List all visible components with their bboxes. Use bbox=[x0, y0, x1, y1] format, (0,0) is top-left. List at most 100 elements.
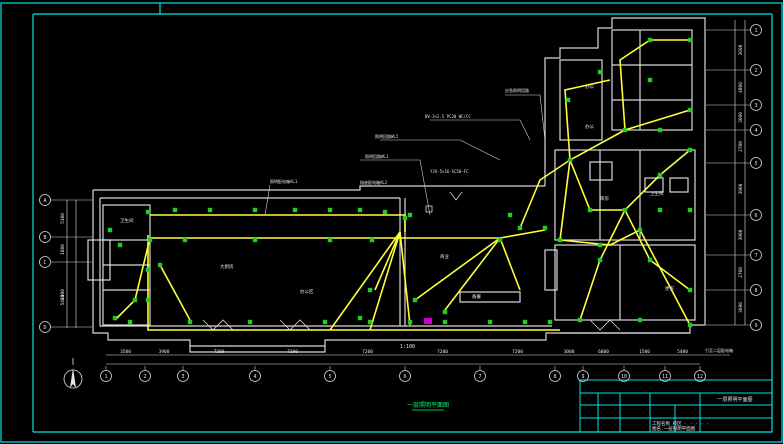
dimension-text: 5400 bbox=[677, 349, 688, 355]
grid-bubble-label: D bbox=[43, 325, 46, 331]
light-fixture-icon bbox=[112, 315, 118, 321]
dimension-text: 3600 bbox=[738, 302, 744, 313]
light-fixture-icon bbox=[542, 225, 548, 231]
light-fixture-icon bbox=[369, 237, 375, 243]
grid-bubble-bottom: 4 bbox=[249, 366, 261, 382]
room-label: 备餐 bbox=[472, 293, 481, 300]
grid-bubble-bottom: 11 bbox=[659, 366, 671, 382]
grid-bubble-label: 1 bbox=[104, 374, 107, 380]
light-fixture-icon bbox=[182, 237, 188, 243]
room-label: 卫生间 bbox=[650, 190, 664, 197]
light-fixture-icon bbox=[622, 207, 628, 213]
dimension-text: 7200 bbox=[512, 349, 523, 355]
grid-bubble-right: 1 bbox=[706, 24, 762, 36]
dimension-text: 3900 bbox=[738, 229, 744, 240]
light-fixture-icon bbox=[565, 97, 571, 103]
light-fixture-icon bbox=[507, 212, 513, 218]
dimension-text: 2700 bbox=[738, 267, 744, 278]
light-fixture-icon bbox=[407, 212, 413, 218]
dimension-text: 5100 bbox=[60, 213, 66, 224]
grid-bubble-left: B bbox=[39, 231, 92, 243]
light-fixture-icon bbox=[637, 227, 643, 233]
light-fixture-icon bbox=[497, 237, 503, 243]
light-fixtures bbox=[107, 37, 693, 328]
grid-bubble-label: 9 bbox=[581, 374, 584, 380]
grid-bubble-label: 5 bbox=[328, 374, 331, 380]
dimension-text: 2100 bbox=[60, 289, 66, 300]
light-fixture-icon bbox=[127, 319, 133, 325]
grid-bubble-label: 11 bbox=[662, 374, 668, 380]
grid-bubble-bottom: 8 bbox=[549, 366, 561, 382]
grid-bubble-label: 9 bbox=[754, 323, 757, 329]
grid-bubble-bottom: 6 bbox=[399, 366, 411, 382]
grid-bubble-right: 4 bbox=[706, 124, 762, 136]
grid-bubble-right: 7 bbox=[706, 249, 762, 261]
grid-bubble-label: 6 bbox=[754, 213, 757, 219]
light-fixture-icon bbox=[117, 242, 123, 248]
light-fixture-icon bbox=[687, 207, 693, 213]
dimension-text: 3500 bbox=[120, 349, 131, 355]
grid-bubble-left: A bbox=[39, 194, 92, 206]
dimension-text: 7200 bbox=[362, 349, 373, 355]
light-fixture-icon bbox=[172, 207, 178, 213]
annotation-text: 照明配电箱AL1 bbox=[270, 178, 298, 184]
grid-bubble-label: 8 bbox=[754, 288, 757, 294]
light-fixture-icon bbox=[322, 319, 328, 325]
room-label: 办公 bbox=[585, 123, 594, 130]
dimension-text: 6000 bbox=[598, 349, 609, 355]
light-fixture-icon bbox=[597, 242, 603, 248]
light-fixture-icon bbox=[577, 317, 583, 323]
grid-bubble-label: 5 bbox=[754, 161, 757, 167]
grid-bubble-right: 8 bbox=[706, 284, 762, 296]
light-fixture-icon bbox=[107, 227, 113, 233]
grid-bubble-label: 7 bbox=[478, 374, 481, 380]
dimension-lines bbox=[66, 20, 746, 365]
grid-bubble-right: 5 bbox=[706, 157, 762, 169]
light-fixture-icon bbox=[637, 317, 643, 323]
room-label: 商业 bbox=[440, 253, 449, 260]
light-fixture-icon bbox=[292, 207, 298, 213]
panel-box-icon bbox=[425, 205, 433, 213]
grid-bubble-label: 3 bbox=[181, 374, 184, 380]
light-fixture-icon bbox=[657, 207, 663, 213]
light-fixture-icon bbox=[442, 319, 448, 325]
light-fixture-icon bbox=[442, 309, 448, 315]
grid-bubble-right: 2 bbox=[706, 64, 762, 76]
light-fixture-icon bbox=[557, 237, 563, 243]
light-fixture-icon bbox=[367, 287, 373, 293]
light-fixture-icon bbox=[687, 147, 693, 153]
light-fixture-icon bbox=[657, 172, 663, 178]
grid-bubble-right: 3 bbox=[706, 99, 762, 111]
light-fixture-icon bbox=[647, 77, 653, 83]
distribution-panel-icon bbox=[424, 318, 432, 324]
title-block bbox=[579, 379, 773, 433]
light-fixture-icon bbox=[647, 37, 653, 43]
dimension-text: 1800 bbox=[60, 244, 66, 255]
drawing-caption: 一层照明平面图 bbox=[407, 402, 449, 409]
light-fixture-icon bbox=[327, 207, 333, 213]
light-fixture-icon bbox=[145, 297, 151, 303]
light-fixture-icon bbox=[382, 209, 388, 215]
annotation-text: 引至二层配电箱 bbox=[705, 347, 733, 353]
dimension-text: 7200 bbox=[437, 349, 448, 355]
light-fixture-icon bbox=[402, 215, 408, 221]
grid-bubble-label: 6 bbox=[403, 374, 406, 380]
grid-bubble-label: 1 bbox=[754, 28, 757, 34]
light-fixture-icon bbox=[412, 297, 418, 303]
grid-bubble-bottom: 2 bbox=[139, 366, 151, 382]
light-fixture-icon bbox=[247, 319, 253, 325]
dimension-text: 3900 bbox=[738, 183, 744, 194]
grid-bubble-label: 4 bbox=[253, 374, 256, 380]
grid-bubble-label: B bbox=[43, 235, 46, 241]
dimension-text: 4800 bbox=[738, 82, 744, 93]
light-fixture-icon bbox=[687, 322, 693, 328]
light-fixture-icon bbox=[647, 257, 653, 263]
grid-bubble-label: 4 bbox=[754, 128, 757, 134]
dimension-text: 2700 bbox=[738, 141, 744, 152]
light-fixture-icon bbox=[145, 209, 151, 215]
dimension-text: 3000 bbox=[564, 349, 575, 355]
grid-bubble-bottom: 1 bbox=[100, 366, 112, 382]
